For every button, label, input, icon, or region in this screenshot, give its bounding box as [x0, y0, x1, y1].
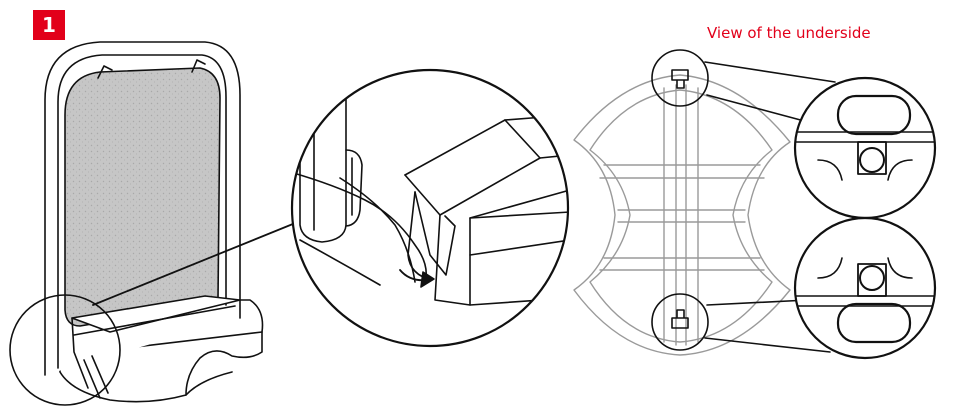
detail-ring-large [290, 68, 570, 348]
underside-ring-bottom [651, 293, 709, 351]
pole [299, 89, 347, 243]
slot [414, 191, 456, 276]
underside-caption: View of the underside [707, 24, 871, 42]
underside-ring-top [651, 49, 709, 107]
poster-panel [64, 67, 221, 327]
detail-connector-line [92, 212, 321, 306]
clip-rail [404, 114, 568, 306]
detail-ring-left [9, 294, 121, 406]
underside-view [573, 49, 937, 360]
base-outline [573, 74, 791, 356]
underside-detail-bottom [793, 216, 937, 360]
panel-hanger-left [97, 65, 113, 79]
frame-inner [57, 54, 227, 369]
step-number-badge: 1 [33, 10, 65, 40]
detail-magnified [290, 68, 570, 348]
panel-hanger-right [191, 59, 206, 73]
stand-illustration [9, 41, 321, 406]
